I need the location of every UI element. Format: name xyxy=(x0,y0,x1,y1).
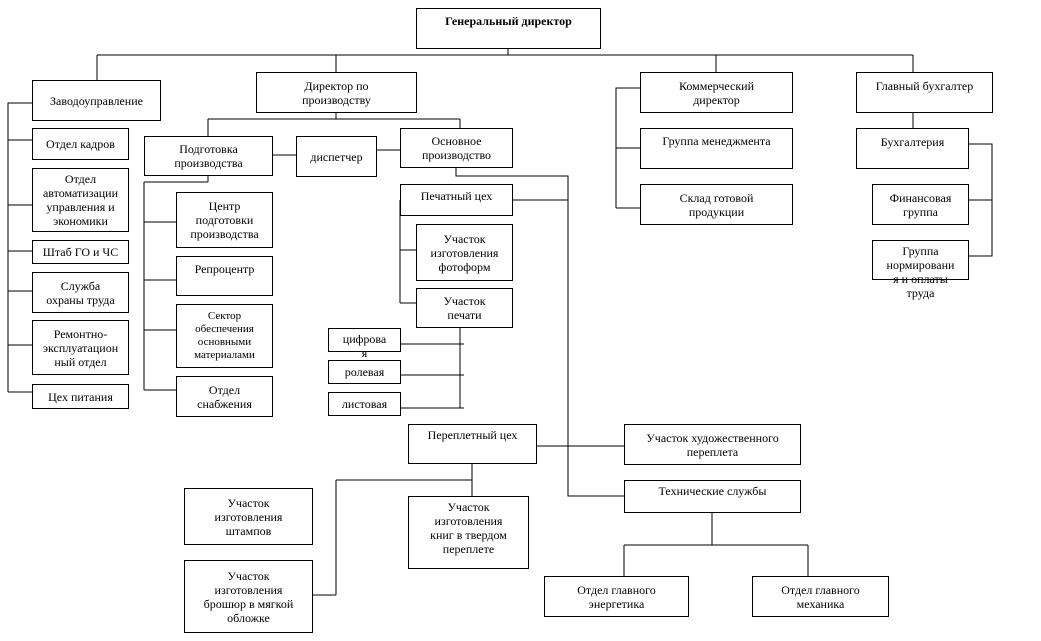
connector xyxy=(96,48,914,80)
technical-services-label: Технические службы xyxy=(658,484,767,498)
finished-goods-warehouse-box: Склад готовой продукции xyxy=(640,184,793,225)
reprocenter-label: Репроцентр xyxy=(194,262,255,276)
chief-accountant-label: Главный бухгалтер xyxy=(875,79,974,93)
materials-sector-box: Сектор обеспечения основными материалами xyxy=(176,304,273,368)
supply-department-box: Отдел снабжения xyxy=(176,376,273,417)
finance-group-box: Финансовая группа xyxy=(872,184,969,225)
chief-power-engineer-label: Отдел главного энергетика xyxy=(577,582,656,611)
management-group-box: Группа менеджмента xyxy=(640,128,793,169)
roll-printing-label: ролевая xyxy=(344,365,385,379)
chief-mechanic-box: Отдел главного механика xyxy=(752,576,889,617)
printing-area-label: Участок печати xyxy=(443,294,486,322)
dispatcher-label: диспетчер xyxy=(310,149,363,164)
softcover-area-box: Участок изготовления брошюр в мягкой обл… xyxy=(184,560,313,633)
sheet-printing-label: листовая xyxy=(341,397,388,411)
chief-power-engineer-box: Отдел главного энергетика xyxy=(544,576,689,617)
digital-printing-label: цифрова я xyxy=(342,332,387,360)
connector xyxy=(912,112,993,257)
canteen-box: Цех питания xyxy=(32,384,129,409)
stamps-area-label: Участок изготовления штампов xyxy=(214,495,283,538)
photoform-area-label: Участок изготовления фотоформ xyxy=(430,231,499,274)
print-shop-label: Печатный цех xyxy=(420,189,493,203)
hr-department-box: Отдел кадров xyxy=(32,128,129,160)
canteen-label: Цех питания xyxy=(48,389,113,404)
art-binding-area-box: Участок художественного переплета xyxy=(624,424,801,465)
main-production-box: Основное производство xyxy=(400,128,513,168)
plant-management-box: Заводоуправление xyxy=(32,80,161,121)
general-director-label: Генеральный директор xyxy=(445,14,572,28)
commercial-director-box: Коммерческий директор xyxy=(640,72,793,113)
labor-safety-label: Служба охраны труда xyxy=(46,278,115,307)
production-director-label: Директор по производству xyxy=(302,78,371,107)
roll-printing-box: ролевая xyxy=(328,360,401,384)
production-preparation-label: Подготовка производства xyxy=(174,142,243,170)
production-preparation-box: Подготовка производства xyxy=(144,136,273,176)
chief-accountant-box: Главный бухгалтер xyxy=(856,72,993,113)
chief-mechanic-label: Отдел главного механика xyxy=(781,582,860,611)
dispatcher-box: диспетчер xyxy=(296,136,377,177)
payroll-group-box: Группа нормировани я и оплаты труда xyxy=(872,240,969,300)
connector xyxy=(400,328,464,409)
digital-printing-box: цифрова я xyxy=(328,328,401,360)
connector xyxy=(143,175,209,391)
connector xyxy=(312,445,568,596)
supply-department-label: Отдел снабжения xyxy=(197,382,252,411)
labor-safety-box: Служба охраны труда xyxy=(32,272,129,313)
hardcover-area-box: Участок изготовления книг в твердом пере… xyxy=(408,496,529,569)
prep-center-box: Центр подготовки производства xyxy=(176,192,273,248)
hr-department-label: Отдел кадров xyxy=(46,137,115,151)
payroll-group-label: Группа нормировани я и оплаты труда xyxy=(886,244,955,300)
automation-department-label: Отдел автоматизации управления и экономи… xyxy=(42,172,119,228)
repair-department-label: Ремонтно- эксплуатацион ный отдел xyxy=(42,326,119,369)
automation-department-box: Отдел автоматизации управления и экономи… xyxy=(32,168,129,232)
connector xyxy=(7,102,32,393)
finished-goods-warehouse-label: Склад готовой продукции xyxy=(679,190,754,219)
production-director-box: Директор по производству xyxy=(256,72,417,113)
stamps-area-box: Участок изготовления штампов xyxy=(184,488,313,545)
reprocenter-box: Репроцентр xyxy=(176,256,273,296)
accounting-label: Бухгалтерия xyxy=(880,135,945,149)
connector xyxy=(207,112,461,156)
materials-sector-label: Сектор обеспечения основными материалами xyxy=(194,310,255,361)
repair-department-box: Ремонтно- эксплуатацион ный отдел xyxy=(32,320,129,375)
softcover-area-label: Участок изготовления брошюр в мягкой обл… xyxy=(203,568,294,625)
commercial-director-label: Коммерческий директор xyxy=(678,78,755,107)
connector xyxy=(455,168,624,497)
print-shop-box: Печатный цех xyxy=(400,184,513,216)
sheet-printing-box: листовая xyxy=(328,392,401,416)
technical-services-box: Технические службы xyxy=(624,480,801,513)
art-binding-area-label: Участок художественного переплета xyxy=(646,430,779,459)
civil-defense-label: Штаб ГО и ЧС xyxy=(42,245,119,259)
accounting-box: Бухгалтерия xyxy=(856,128,969,169)
binding-shop-label: Переплетный цех xyxy=(427,428,518,442)
finance-group-label: Финансовая группа xyxy=(889,190,952,219)
main-production-label: Основное производство xyxy=(421,134,492,162)
plant-management-label: Заводоуправление xyxy=(50,93,143,108)
management-group-label: Группа менеджмента xyxy=(662,134,771,148)
prep-center-label: Центр подготовки производства xyxy=(190,199,259,241)
civil-defense-box: Штаб ГО и ЧС xyxy=(32,240,129,264)
binding-shop-box: Переплетный цех xyxy=(408,424,537,464)
photoform-area-box: Участок изготовления фотоформ xyxy=(416,224,513,281)
hardcover-area-label: Участок изготовления книг в твердом пере… xyxy=(430,500,507,556)
connector xyxy=(623,512,809,576)
printing-area-box: Участок печати xyxy=(416,288,513,328)
connector xyxy=(399,199,568,304)
connector xyxy=(615,87,640,209)
general-director-box: Генеральный директор xyxy=(416,8,601,49)
